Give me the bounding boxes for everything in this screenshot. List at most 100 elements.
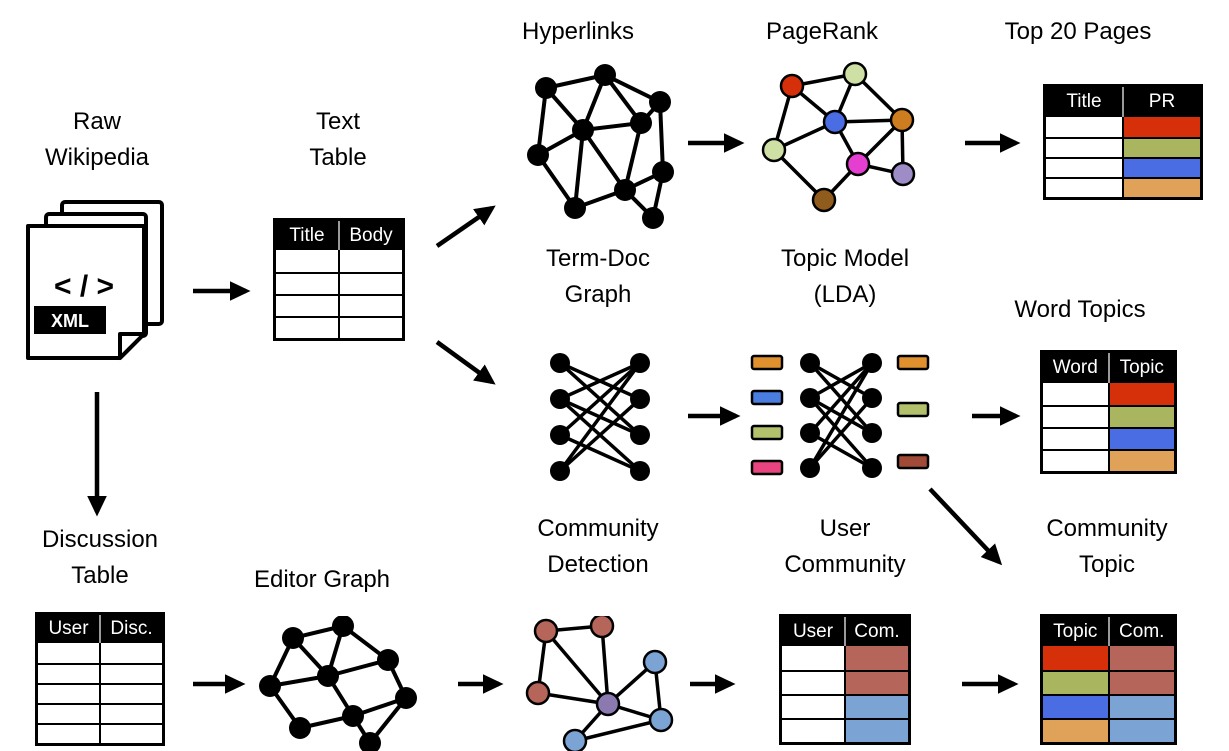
- xml-badge-label: XML: [51, 311, 89, 331]
- cell: [1046, 159, 1122, 177]
- graph-node-palegreen: [761, 137, 787, 163]
- table-row: [1043, 383, 1174, 405]
- cell-topic: [1043, 696, 1108, 718]
- graph-node-red: [589, 616, 615, 639]
- term-doc-graph: [550, 353, 650, 481]
- label-top20-pages: Top 20 Pages: [1004, 18, 1152, 45]
- graph-node-blue: [642, 649, 668, 675]
- graph-node-red: [533, 618, 559, 644]
- graph-node: [642, 207, 664, 229]
- discussion-table: User Disc.: [35, 612, 165, 746]
- table-row: [1043, 718, 1174, 742]
- topic-bar-olive: [750, 424, 784, 441]
- topic-bar-blue: [750, 389, 784, 406]
- label-pagerank: PageRank: [765, 18, 879, 45]
- table-row: [276, 272, 402, 294]
- graph-node: [594, 64, 616, 86]
- arrow-topicmodel-to-communitytopic: [928, 487, 1003, 566]
- graph-node: [535, 77, 557, 99]
- cell: [338, 250, 402, 272]
- graph-node: [630, 389, 650, 409]
- graph-node: [395, 687, 417, 709]
- table-row: [38, 643, 162, 663]
- column-header-title: Title: [1066, 91, 1102, 112]
- column-header-user: User: [48, 618, 89, 639]
- cell: [38, 685, 99, 703]
- graph-node: [630, 461, 650, 481]
- cell: [276, 296, 338, 316]
- graph-node-palegreen: [842, 61, 868, 87]
- editor-graph: [259, 616, 417, 751]
- graph-node-orange: [889, 107, 915, 133]
- cell: [1046, 179, 1122, 197]
- table-row: [782, 694, 908, 718]
- cell: [338, 318, 402, 338]
- cell: [38, 665, 99, 683]
- text-table: Title Body: [273, 218, 405, 341]
- graph-node: [550, 353, 570, 373]
- graph-node: [630, 425, 650, 445]
- table-row: [782, 718, 908, 742]
- cell-topic: [1043, 720, 1108, 742]
- table-header: Title PR: [1046, 87, 1200, 117]
- table-row: [38, 663, 162, 683]
- column-header-topic: Topic: [1107, 353, 1175, 383]
- cell-pr: [1122, 159, 1200, 177]
- table-header: Title Body: [276, 221, 402, 250]
- graph-node: [800, 458, 820, 478]
- column-header-word: Word: [1052, 357, 1098, 378]
- table-row: [1046, 157, 1200, 177]
- graph-node-blue: [648, 707, 674, 733]
- label-community-topic: Community Topic: [1046, 515, 1168, 578]
- topic-bar-orange: [896, 354, 930, 371]
- table-row: [276, 316, 402, 338]
- graph-node: [564, 197, 586, 219]
- graph-nodes: [550, 353, 650, 481]
- cell: [782, 672, 844, 694]
- graph-nodes: [259, 616, 417, 751]
- table-row: [1043, 670, 1174, 694]
- graph-node: [862, 423, 882, 443]
- code-glyph: < / >: [54, 270, 114, 303]
- table-header: Word Topic: [1043, 353, 1174, 383]
- table-row: [1043, 694, 1174, 718]
- cell: [38, 705, 99, 723]
- table-row: [1043, 449, 1174, 471]
- graph-nodes: [761, 61, 916, 213]
- graph-node: [649, 91, 671, 113]
- cell-community: [844, 720, 908, 742]
- graph-node: [862, 458, 882, 478]
- label-word-topics: Word Topics: [1014, 296, 1146, 323]
- graph-node: [862, 353, 882, 373]
- table-header: Topic Com.: [1043, 617, 1174, 646]
- cell: [1043, 429, 1108, 449]
- table-row: [1046, 177, 1200, 197]
- graph-nodes: [800, 353, 882, 478]
- graph-node: [342, 705, 364, 727]
- column-header-pr: PR: [1122, 87, 1200, 117]
- table-row: [1043, 405, 1174, 427]
- user-community-table: User Com.: [779, 614, 911, 745]
- column-header-body: Body: [338, 221, 402, 250]
- table-row: [38, 723, 162, 743]
- cell: [99, 685, 162, 703]
- table-row: [782, 646, 908, 670]
- column-header-title: Title: [289, 224, 325, 246]
- column-header-com: Com.: [1107, 617, 1175, 646]
- cell-topic: [1107, 383, 1174, 405]
- graph-node: [550, 389, 570, 409]
- topic-bar-darkred: [896, 453, 930, 470]
- cell: [1043, 451, 1108, 471]
- pagerank-graph: [761, 61, 916, 213]
- label-discussion-table: Discussion Table: [41, 526, 159, 589]
- graph-node: [259, 675, 281, 697]
- graph-node-purple: [595, 691, 621, 717]
- graph-node: [630, 112, 652, 134]
- topic-bar-olive: [896, 401, 930, 418]
- label-topic-model: Topic Model (LDA): [780, 245, 910, 308]
- graph-nodes: [525, 616, 674, 751]
- table-row: [1043, 427, 1174, 449]
- xml-badge: [34, 306, 106, 334]
- cell-pr: [1122, 117, 1200, 137]
